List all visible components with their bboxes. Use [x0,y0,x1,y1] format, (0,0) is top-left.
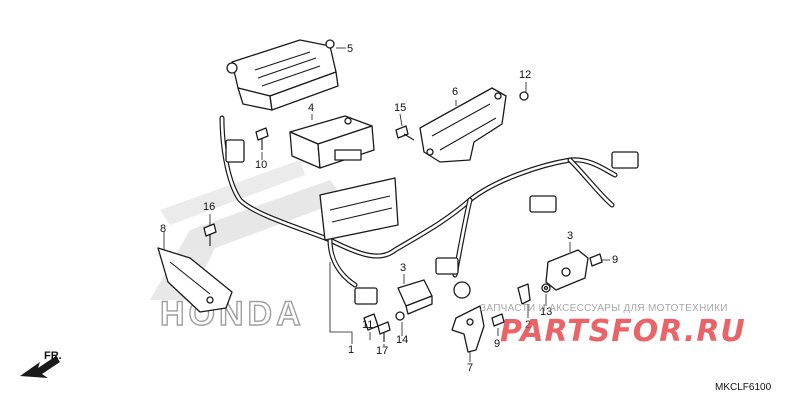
part-bolt-9-lower [491,313,505,327]
callout-12: 12 [519,69,532,81]
watermark-logo: PARTSFOR.RU [500,314,746,349]
callout-9-right: 9 [612,254,619,266]
callout-11: 11 [362,319,374,331]
callout-4: 4 [308,102,315,114]
callout-9-lower: 9 [494,338,501,350]
part-bolt-10 [255,127,269,150]
part-washer-14 [395,311,405,321]
front-label: FR. [44,350,62,362]
part-bolt-15 [395,125,415,141]
callout-8: 8 [160,223,167,235]
callout-leaders [163,47,610,362]
callout-5: 5 [347,43,354,55]
part-bracket-plate-6 [419,87,507,163]
callout-13: 13 [540,306,553,318]
part-bolt-9-right [589,253,603,267]
callout-10: 10 [255,159,268,171]
part-relay-3-left [397,279,433,315]
callout-3-right: 3 [567,230,574,242]
callout-14: 14 [396,334,409,346]
part-small-bracket-2 [517,283,531,305]
callout-3-left: 3 [400,262,407,274]
part-cover-5 [226,39,339,111]
part-wire-harness-1 [219,115,639,305]
part-washer-13 [541,283,551,293]
callout-17: 17 [376,345,389,357]
callout-2: 2 [525,319,532,331]
part-nut-12 [519,91,529,101]
callout-6: 6 [452,86,459,98]
part-control-unit-4 [289,115,375,169]
diagram-code: MKCLF6100 [715,382,772,393]
watermark-caption: ЗАПЧАСТИ И АКСЕССУАРЫ ДЛЯ МОТОТЕХНИКИ [480,303,728,314]
callout-7: 7 [467,362,474,374]
callout-1: 1 [348,344,355,356]
part-bolt-17 [377,321,391,342]
part-bolt-16 [203,223,217,246]
honda-brand-watermark: HONDA [160,295,305,333]
part-relay-3-right [545,249,589,291]
part-bracket-7 [451,305,485,353]
front-direction-arrow-icon [20,356,60,378]
callout-15: 15 [394,102,407,114]
part-plate-8 [157,247,233,313]
callout-16: 16 [203,201,216,213]
